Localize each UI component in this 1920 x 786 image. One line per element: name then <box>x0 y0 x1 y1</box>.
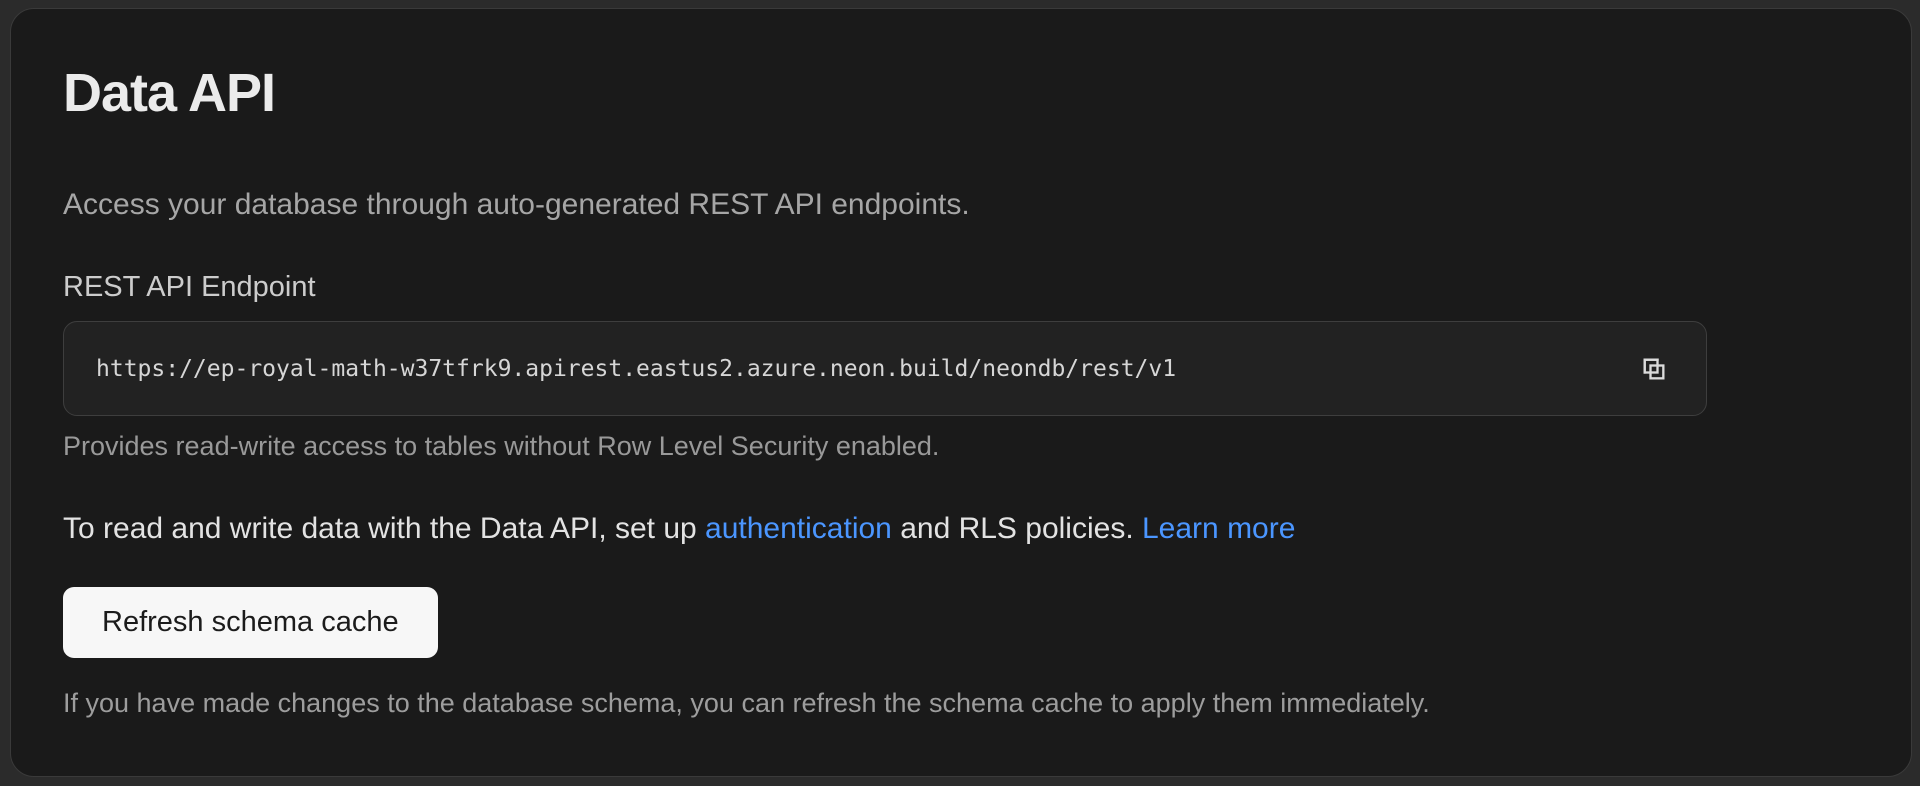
rls-note-text-middle: and RLS policies. <box>891 512 1142 545</box>
page-description: Access your database through auto-genera… <box>63 188 970 221</box>
rest-api-endpoint-label: REST API Endpoint <box>63 271 316 303</box>
refresh-schema-cache-button[interactable]: Refresh schema cache <box>63 587 438 658</box>
rls-note-text-before: To read and write data with the Data API… <box>63 512 706 545</box>
endpoint-helper-text: Provides read-write access to tables wit… <box>63 431 940 461</box>
authentication-link[interactable]: authentication <box>705 512 892 545</box>
copy-icon <box>1640 355 1668 383</box>
data-api-panel: Data API Access your database through au… <box>10 8 1912 777</box>
rest-api-endpoint-field[interactable]: https://ep-royal-math-w37tfrk9.apirest.e… <box>63 321 1707 416</box>
page-title: Data API <box>63 63 276 123</box>
rls-note: To read and write data with the Data API… <box>63 509 1295 548</box>
refresh-helper-text: If you have made changes to the database… <box>63 688 1430 718</box>
rest-api-endpoint-url: https://ep-royal-math-w37tfrk9.apirest.e… <box>96 355 1177 382</box>
copy-endpoint-button[interactable] <box>1632 347 1676 391</box>
learn-more-link[interactable]: Learn more <box>1142 512 1296 545</box>
